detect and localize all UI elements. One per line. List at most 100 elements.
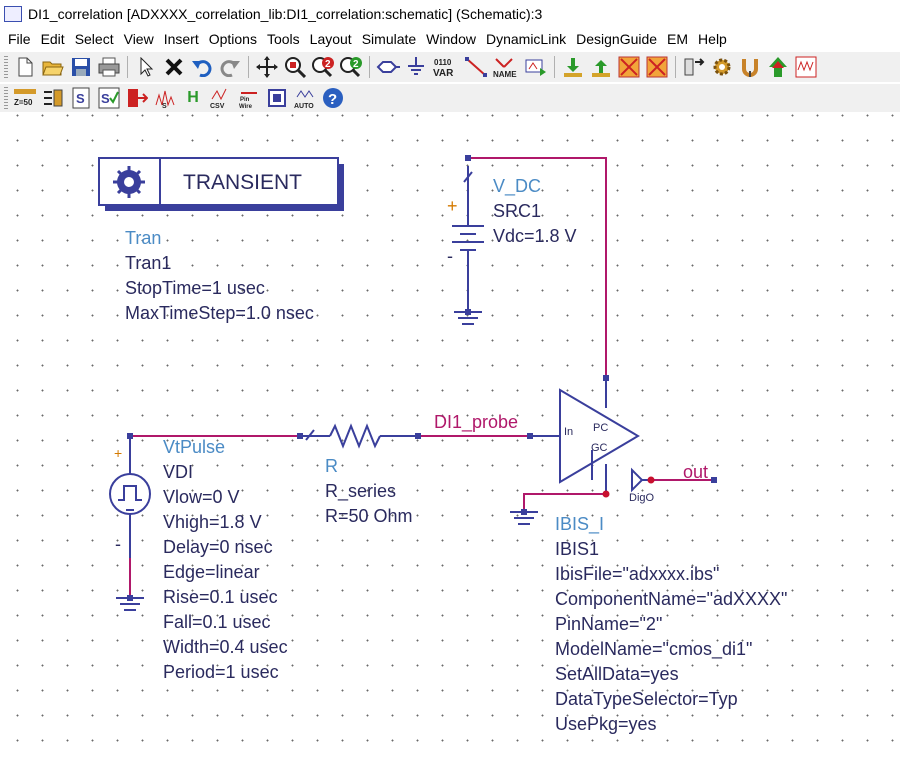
toolbar-separator <box>127 56 128 78</box>
app-icon <box>4 6 22 22</box>
vtpulse-param: Vlow=0 V <box>163 487 240 507</box>
netlist-icon[interactable] <box>125 86 149 110</box>
resistor-name-label: R_series <box>325 481 397 501</box>
zoom-in-icon[interactable]: 2 <box>311 55 335 79</box>
svg-text:Z=50: Z=50 <box>14 98 33 107</box>
menu-layout[interactable]: Layout <box>309 31 352 47</box>
symbol-s-icon[interactable]: S <box>69 86 93 110</box>
zoom-icon[interactable] <box>283 55 307 79</box>
window-title: DI1_correlation [ADXXXX_correlation_lib:… <box>28 6 543 22</box>
vtpulse-name-label: VDI <box>163 462 194 482</box>
open-icon[interactable] <box>41 55 65 79</box>
redo-icon[interactable] <box>218 55 242 79</box>
ibis-param: DataTypeSelector=Typ <box>555 689 738 709</box>
vtpulse-param: Edge=linear <box>163 562 260 582</box>
tran-type-label: Tran <box>125 228 162 248</box>
vtpulse-type-label: VtPulse <box>163 437 226 457</box>
transient-controller[interactable] <box>98 157 344 211</box>
new-icon[interactable] <box>13 55 37 79</box>
schematic-wires <box>98 155 717 611</box>
settings-icon[interactable] <box>710 55 734 79</box>
ibis-param: ComponentName="adXXXX" <box>555 589 788 609</box>
vdc-minus-sign: - <box>447 246 453 266</box>
menu-designguide[interactable]: DesignGuide <box>576 31 658 47</box>
toolbar-grip[interactable] <box>4 87 8 109</box>
display-icon[interactable] <box>794 55 818 79</box>
optimize-icon[interactable] <box>766 55 790 79</box>
gc-net-wire <box>523 493 606 512</box>
menu-insert[interactable]: Insert <box>163 31 199 47</box>
tran-param: StopTime=1 usec <box>125 278 265 298</box>
deactivate-icon[interactable] <box>617 55 641 79</box>
tran-param: MaxTimeStep=1.0 nsec <box>125 303 314 323</box>
undo-icon[interactable] <box>190 55 214 79</box>
resistor-r-series[interactable] <box>300 423 418 449</box>
simulate-icon[interactable] <box>524 55 548 79</box>
delete-icon[interactable] <box>162 55 186 79</box>
resistor-param: R=50 Ohm <box>325 506 413 526</box>
auto-icon[interactable]: AUTO <box>293 86 317 110</box>
vtpulse-source[interactable] <box>109 436 151 611</box>
ibis-param: ModelName="cmos_di1" <box>555 639 753 659</box>
activate-icon[interactable] <box>645 55 669 79</box>
ibis-type-label: IBIS_I <box>555 514 605 534</box>
ground-icon[interactable] <box>404 55 428 79</box>
move-icon[interactable] <box>255 55 279 79</box>
vtpulse-param: Delay=0 nsec <box>163 537 273 557</box>
menu-help[interactable]: Help <box>698 31 727 47</box>
menu-bar: File Edit Select View Insert Options Too… <box>0 28 900 50</box>
ibis-name-label: IBIS1 <box>555 539 600 559</box>
chip-icon[interactable] <box>265 86 289 110</box>
csv-icon[interactable]: CSV <box>209 86 233 110</box>
transient-icon <box>113 166 145 198</box>
help-icon[interactable]: ? <box>321 86 345 110</box>
resistor-type-label: R <box>325 456 338 476</box>
menu-edit[interactable]: Edit <box>40 31 65 47</box>
digo-label: DigO <box>629 492 655 504</box>
menu-window[interactable]: Window <box>426 31 476 47</box>
menu-options[interactable]: Options <box>208 31 257 47</box>
menu-tools[interactable]: Tools <box>266 31 300 47</box>
menu-file[interactable]: File <box>8 31 31 47</box>
out-net-label: out <box>683 462 709 482</box>
z50-icon[interactable]: Z=50 <box>13 86 37 110</box>
menu-dynamiclink[interactable]: DynamicLink <box>485 31 567 47</box>
pop-icon[interactable] <box>589 55 613 79</box>
tune-icon[interactable] <box>738 55 762 79</box>
vdc-param: Vdc=1.8 V <box>493 226 577 246</box>
select-pointer-icon[interactable] <box>134 55 158 79</box>
s-check-icon[interactable]: S <box>97 86 121 110</box>
save-icon[interactable] <box>69 55 93 79</box>
print-icon[interactable] <box>97 55 121 79</box>
toolbar-separator <box>248 56 249 78</box>
align-icon[interactable] <box>41 86 65 110</box>
svg-text:CSV: CSV <box>210 103 225 109</box>
menu-simulate[interactable]: Simulate <box>361 31 417 47</box>
ibis-param: IbisFile="adxxxx.ibs" <box>555 564 720 584</box>
menu-em[interactable]: EM <box>667 31 689 47</box>
name-icon[interactable]: NAME <box>492 55 520 79</box>
toolbar-separator <box>675 56 676 78</box>
port-icon[interactable] <box>376 55 400 79</box>
vdc-source[interactable] <box>452 166 484 325</box>
ibis-param: SetAllData=yes <box>555 664 679 684</box>
push-icon[interactable] <box>561 55 585 79</box>
toolbar-separator <box>554 56 555 78</box>
h-label: H <box>187 89 199 106</box>
ibis-buffer[interactable] <box>530 378 640 494</box>
rotate-icon[interactable] <box>682 55 706 79</box>
zoom-out-icon[interactable]: 2 <box>339 55 363 79</box>
menu-view[interactable]: View <box>123 31 154 47</box>
probe-net-label: DI1_probe <box>434 412 519 432</box>
menu-select[interactable]: Select <box>74 31 114 47</box>
schematic-canvas[interactable]: TRANSIENT Tran Tran1 StopTime=1 usec Max… <box>0 114 900 764</box>
wire-icon[interactable] <box>464 55 488 79</box>
toolbar-grip[interactable] <box>4 56 8 78</box>
svg-text:?: ? <box>328 91 337 108</box>
h-icon[interactable]: H <box>181 86 205 110</box>
vdc-plus-sign: + <box>447 196 458 216</box>
spectrum-icon[interactable]: S <box>153 86 177 110</box>
